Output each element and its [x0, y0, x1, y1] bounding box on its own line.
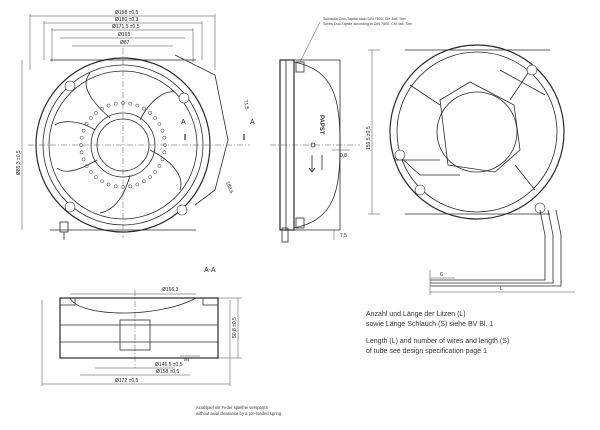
rivet-dot	[94, 110, 98, 115]
rivet-dot	[84, 164, 89, 168]
rivet-dot	[160, 157, 165, 162]
spring-note-line2: without axial clearance by a pre-loaded …	[196, 411, 282, 416]
brand-label: PAPST	[318, 115, 324, 135]
front-right-dim-label: 71,5	[242, 99, 250, 110]
rear-bottom-a-label: 6	[440, 272, 443, 278]
front-view: Ø198 ±0,5 Ø180 ±0,3 Ø171,5 ±0,5 Ø165 Ø87…	[16, 10, 255, 240]
rivet-dot	[79, 150, 84, 155]
section-small-label: Ø4	[184, 357, 190, 362]
spring-note-line1: Axialspiel mit Feder spielfrei verspannt	[196, 405, 269, 410]
front-rim-dia-label: Ø165	[118, 32, 130, 38]
mount-hole	[64, 201, 76, 213]
rivet-dot	[135, 182, 140, 187]
mount-hole	[64, 80, 76, 92]
rivet-dot	[142, 106, 146, 111]
rivet-dot	[128, 184, 133, 189]
wire-note-en-line1: Length (L) and number of wires and lengt…	[366, 338, 509, 345]
rivet-dot	[79, 143, 83, 147]
section-mark-right: A	[250, 119, 255, 126]
rear-view: 159,5 ±0,5 6 L	[366, 44, 575, 295]
rivet-dot	[106, 103, 111, 108]
rivet-dot	[88, 116, 93, 120]
mount-hole	[534, 202, 546, 214]
front-mid-dia-label: Ø180 ±0,3	[115, 17, 139, 23]
section-bottom-dia-label: Ø172 ±0,5	[115, 378, 139, 384]
section-inner-b-label: Ø158 ±0,5	[156, 369, 180, 375]
rear-height-label: 159,5 ±0,5	[366, 126, 372, 150]
rivet-dot	[157, 164, 162, 168]
rivet-dot	[128, 101, 133, 106]
front-left-height-label: Ø85,3 ±0,5	[16, 150, 22, 175]
rivet-dot	[148, 110, 152, 115]
section-mark-left: A	[181, 119, 186, 126]
rivet-dot	[135, 103, 140, 108]
rivet-dot	[160, 128, 165, 133]
mount-hole	[178, 92, 190, 104]
rivet-dot	[148, 175, 152, 180]
notes: Anzahl und Länge der Litzen (L) sowie Lä…	[196, 311, 509, 416]
front-inner-dia-label: Ø171,5 ±0,5	[112, 24, 140, 30]
rivet-dot	[84, 122, 89, 126]
rivet-dot	[162, 135, 167, 140]
rivet-dot	[88, 170, 93, 174]
rivet-dot	[81, 157, 86, 162]
mount-hole	[526, 64, 538, 76]
mount-hole	[176, 204, 188, 216]
rivet-ring	[79, 101, 167, 189]
section-title: A-A	[204, 267, 216, 274]
rivet-dot	[100, 106, 104, 111]
side-width-b-label: 7,5	[340, 233, 347, 239]
rivet-dot	[106, 182, 111, 187]
rivet-dot	[153, 116, 158, 120]
section-inner-a-label: Ø146,5 ±0,5	[155, 362, 183, 368]
rivet-dot	[81, 128, 86, 133]
wire-note-de-line2: sowie Länge Schlauch (S) siehe BV Bl. 1	[366, 321, 493, 328]
screw-note-line2: Screw Duo-Taptite according to DIN 7500,…	[323, 22, 412, 26]
rivet-dot	[113, 101, 118, 106]
wire-note-en-line2: of tube see design specification page 1	[366, 348, 487, 355]
rivet-dot	[94, 175, 98, 180]
rear-bottom-b-label: L	[500, 286, 503, 292]
mount-hole	[394, 149, 406, 161]
rivet-dot	[157, 122, 162, 126]
rivet-dot	[142, 179, 146, 184]
screw-note-line1: Schraube Duo-Taptite nach DIN 7500, CM 4…	[323, 17, 406, 21]
rivet-dot	[113, 184, 118, 189]
front-outer-dia-label: Ø198 ±0,5	[115, 10, 139, 16]
rivet-dot	[100, 179, 104, 184]
rivet-dot	[153, 170, 158, 174]
front-diag-dim-label: 188,5	[224, 181, 234, 195]
side-width-a-label: 0,8	[340, 153, 347, 159]
front-hub-dia-label: Ø87	[120, 40, 130, 46]
rivet-dot	[79, 135, 84, 140]
section-top-dia-label: Ø166,3	[162, 287, 179, 293]
wire-note-de-line1: Anzahl und Länge der Litzen (L)	[366, 311, 466, 318]
mount-hole	[414, 184, 426, 196]
rivet-dot	[162, 150, 167, 155]
section-view: A-A Ø166,3 50,8 ±0,5 Ø4 Ø146,5 ±0,5 Ø158…	[41, 267, 242, 386]
side-view: PAPST Schraube Duo-Taptite nach DIN 7500…	[270, 17, 412, 243]
section-height-label: 50,8 ±0,5	[232, 317, 238, 338]
